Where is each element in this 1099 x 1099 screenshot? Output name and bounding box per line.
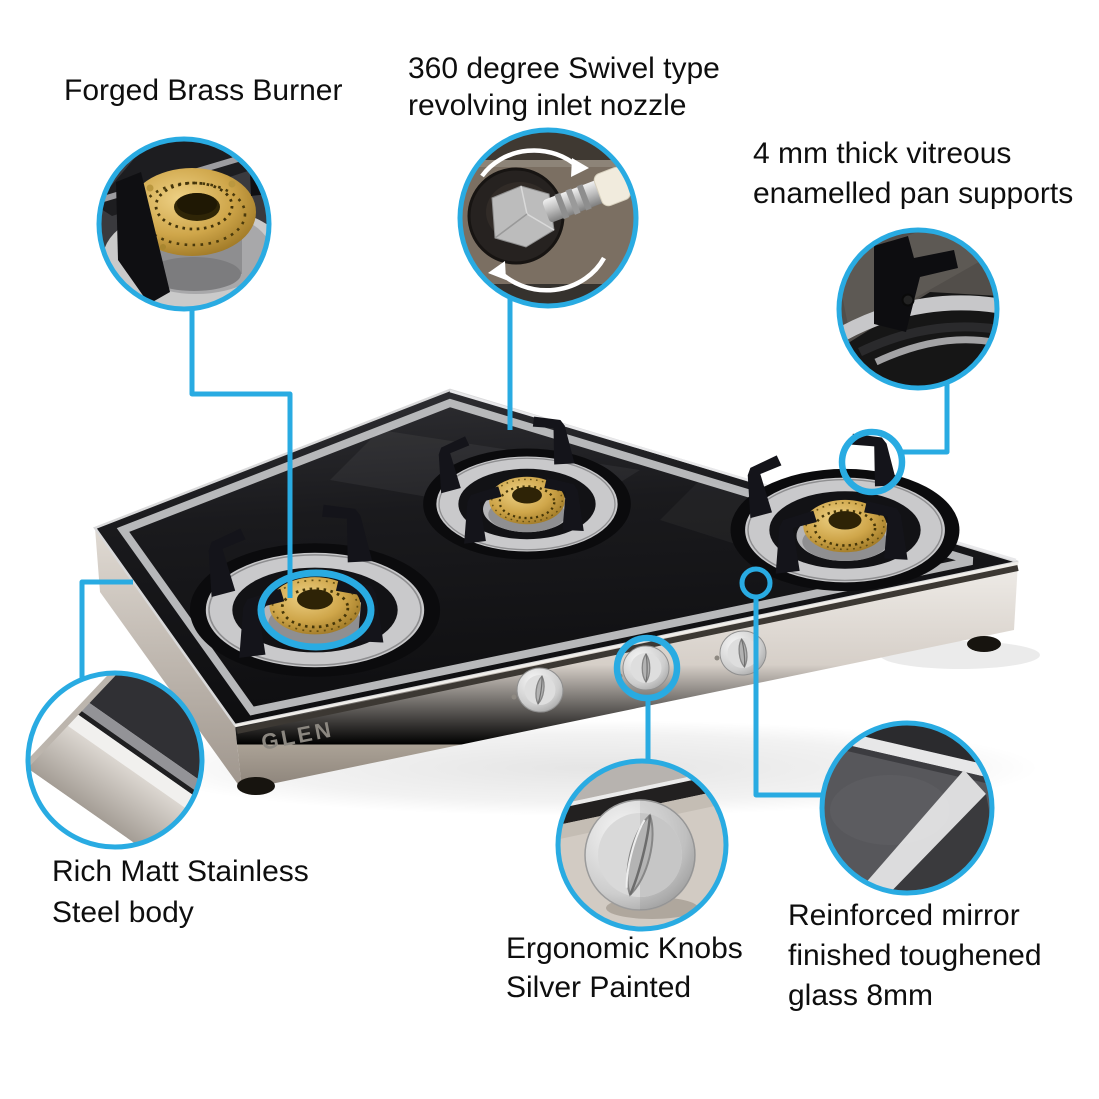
inset-glass — [819, 720, 995, 896]
label-line: Rich Matt Stainless — [52, 855, 309, 888]
label-line: glass 8mm — [788, 979, 934, 1012]
mirror-border — [116, 398, 974, 716]
label-line: enamelled pan supports — [753, 177, 1074, 210]
label-line: Reinforced mirror — [788, 899, 1020, 932]
ring-brass-burner — [257, 569, 375, 651]
label-line: 360 degree Swivel type — [408, 52, 720, 85]
callout-line-glass — [753, 597, 823, 798]
stove-left-panel — [95, 528, 242, 790]
ring-knob — [613, 634, 681, 702]
ring-glass — [739, 566, 773, 600]
stove-photo: GLEN — [93, 388, 1040, 816]
inset-knobs — [555, 758, 729, 932]
label-knobs: Ergonomic Knobs Silver Painted — [506, 929, 743, 1007]
label-swivel-nozzle: 360 degree Swivel type revolving inlet n… — [408, 50, 720, 124]
inset-pan-supports — [836, 227, 1000, 391]
label-line: Ergonomic Knobs — [506, 932, 743, 965]
rotate-arrow-icon — [480, 148, 580, 178]
steel-body-corner-photo — [28, 673, 202, 847]
label-pan-supports: 4 mm thick vitreous enamelled pan suppor… — [753, 134, 1073, 214]
callout-line-brass-burner — [189, 309, 293, 598]
knob-middle — [622, 645, 670, 691]
silver-knob-photo — [558, 761, 726, 929]
label-line: 4 mm thick vitreous — [753, 137, 1012, 170]
stove-foot — [967, 636, 1001, 652]
pan-support-photo — [839, 230, 997, 388]
rotate-arrow-icon — [496, 256, 606, 293]
label-line: revolving inlet nozzle — [408, 89, 687, 122]
label-line: Steel body — [52, 896, 194, 929]
ring-pan-support — [838, 428, 906, 496]
label-glass: Reinforced mirror finished toughened gla… — [788, 896, 1042, 1016]
inset-steel-body — [25, 670, 205, 850]
inset-inlet-nozzle — [457, 127, 639, 309]
callout-line-steel-body — [79, 579, 133, 679]
highlight-rings — [257, 428, 906, 702]
inset-brass-burner — [96, 136, 272, 312]
label-line: Silver Painted — [506, 971, 692, 1004]
label-line: Forged Brass Burner — [64, 74, 343, 107]
toughened-glass-photo — [822, 723, 992, 893]
swivel-nozzle-photo — [460, 130, 636, 306]
label-steel-body: Rich Matt Stainless Steel body — [52, 851, 309, 933]
label-line: finished toughened — [788, 939, 1042, 972]
callout-lines — [79, 298, 950, 798]
brass-burner-photo — [99, 139, 269, 309]
label-forged-brass-burner: Forged Brass Burner — [64, 71, 342, 111]
stove-foot — [237, 777, 275, 795]
callout-line-pan-supports — [901, 383, 950, 455]
